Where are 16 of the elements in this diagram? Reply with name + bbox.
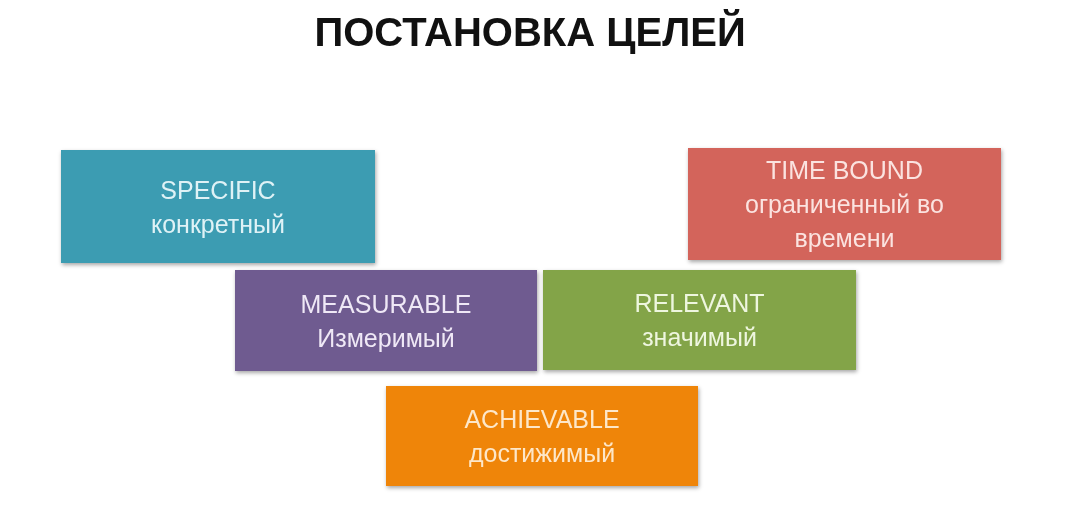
title: ПОСТАНОВКА ЦЕЛЕЙ <box>314 8 746 56</box>
goal-card <box>386 386 698 486</box>
goal-card <box>235 270 537 371</box>
card-heading: ACHIEVABLE <box>464 404 620 435</box>
goal-card <box>61 150 375 263</box>
card-heading: TIME BOUND <box>766 155 923 186</box>
goal-card <box>543 270 856 370</box>
goal-card <box>688 148 1001 260</box>
card-heading: RELEVANT <box>634 288 765 319</box>
card-text: достижимый <box>468 438 616 469</box>
card-text: значимый <box>642 322 757 353</box>
card-text: конкретный <box>150 208 285 240</box>
card-text: Измеримый <box>317 322 455 354</box>
card-heading: SPECIFIC <box>160 174 276 206</box>
card-heading: MEASURABLE <box>300 288 472 320</box>
card-text: ограниченный во времени <box>744 189 945 254</box>
